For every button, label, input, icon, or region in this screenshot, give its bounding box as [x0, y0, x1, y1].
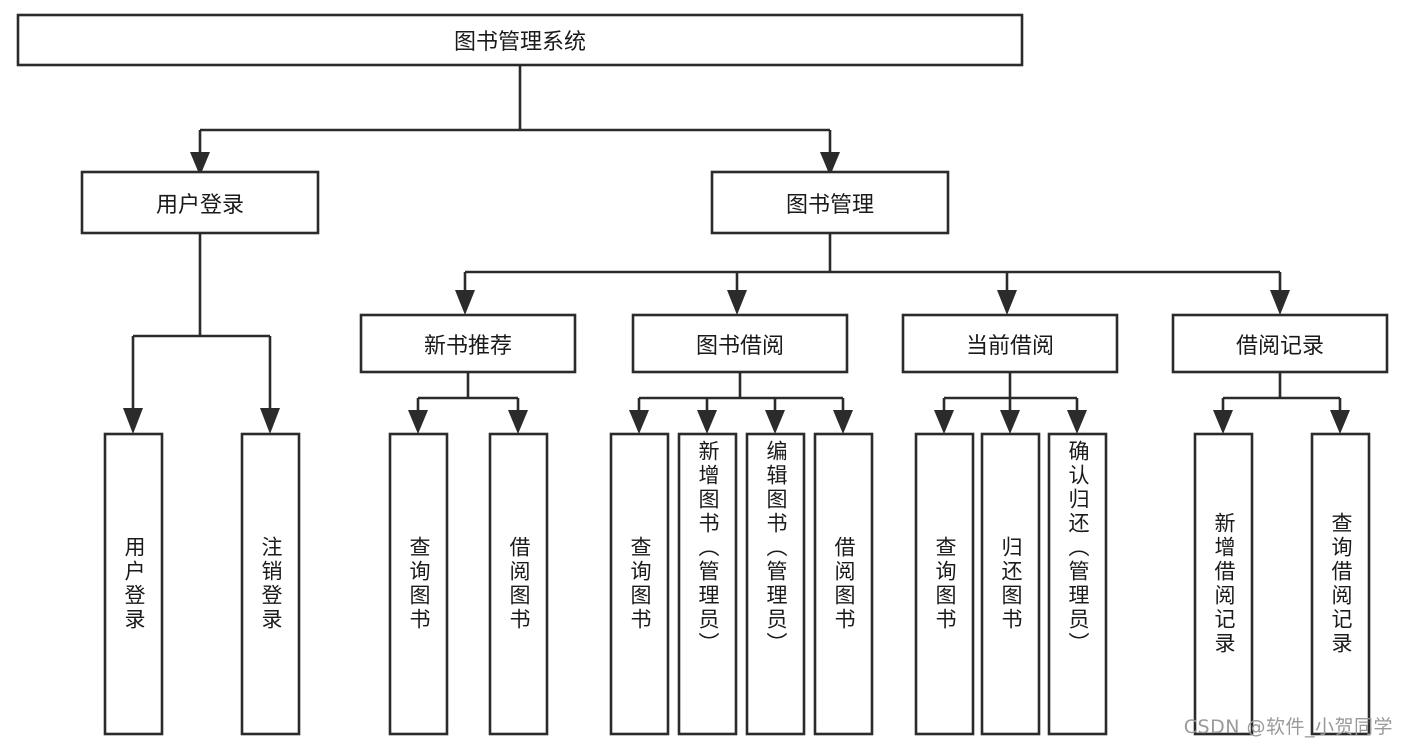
node-box-leaf-logout[interactable] [240, 432, 301, 736]
node-box-user-login[interactable] [80, 170, 320, 235]
node-box-leaf-user-login[interactable] [103, 432, 164, 736]
arrowhead-leaf-user-login [123, 408, 143, 434]
node-box-new-book-rec[interactable] [359, 313, 577, 374]
arrowhead-leaf-add-record [1213, 410, 1233, 434]
arrowhead-user-login [190, 152, 210, 176]
node-box-current-borrow[interactable] [901, 313, 1119, 374]
arrowhead-leaf-return-book [1000, 410, 1020, 434]
node-box-leaf-query-book-1[interactable] [388, 432, 449, 736]
node-box-layer [16, 13, 1389, 736]
node-box-leaf-query-book-2[interactable] [609, 432, 670, 736]
node-box-root[interactable] [16, 13, 1024, 67]
node-box-book-borrow[interactable] [631, 313, 849, 374]
node-box-leaf-borrow-book-1[interactable] [488, 432, 549, 736]
node-box-leaf-confirm-return[interactable] [1047, 432, 1108, 736]
arrowhead-leaf-confirm-return [1067, 410, 1087, 434]
arrowhead-leaf-borrow-book-2 [833, 410, 853, 434]
node-box-leaf-add-record[interactable] [1193, 432, 1254, 736]
arrowhead-leaf-query-book-1 [408, 410, 428, 434]
node-box-leaf-add-book[interactable] [677, 432, 738, 736]
node-box-borrow-record[interactable] [1171, 313, 1389, 374]
arrowhead-layer [123, 152, 1350, 434]
watermark-text: CSDN @软件_小贺同学 [1183, 716, 1393, 738]
arrowhead-current-borrow [997, 290, 1017, 315]
node-box-leaf-query-book-3[interactable] [914, 432, 975, 736]
arrowhead-new-book-rec [455, 290, 475, 315]
arrowhead-leaf-logout [260, 408, 280, 434]
arrowhead-leaf-borrow-book-1 [508, 410, 528, 434]
arrowhead-leaf-query-book-2 [629, 410, 649, 434]
arrowhead-book-mgmt [820, 152, 840, 176]
node-box-leaf-borrow-book-2[interactable] [813, 432, 874, 736]
arrowhead-leaf-query-record [1330, 410, 1350, 434]
arrowhead-borrow-record [1270, 290, 1290, 315]
node-box-leaf-return-book[interactable] [980, 432, 1041, 736]
node-box-book-mgmt[interactable] [710, 170, 950, 235]
connector-layer [131, 65, 1342, 410]
arrowhead-book-borrow [727, 290, 747, 315]
arrowhead-leaf-add-book [697, 410, 717, 434]
arrowhead-leaf-edit-book [765, 410, 785, 434]
arrowhead-leaf-query-book-3 [934, 410, 954, 434]
node-box-leaf-query-record[interactable] [1310, 432, 1371, 736]
node-box-leaf-edit-book[interactable] [745, 432, 806, 736]
